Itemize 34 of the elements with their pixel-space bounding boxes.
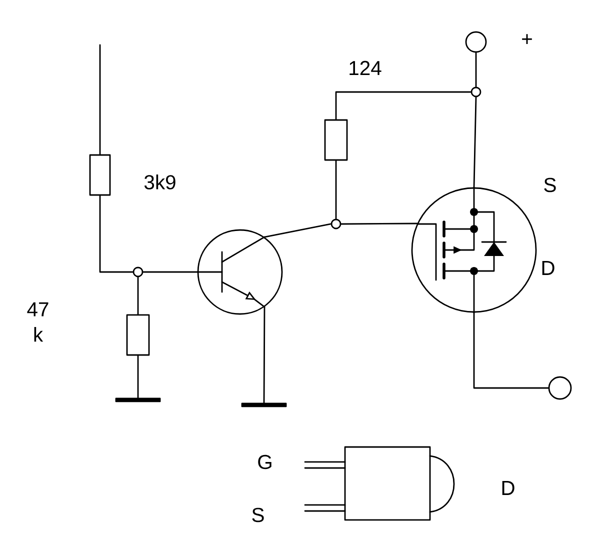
terminal-circle	[548, 376, 572, 400]
resistor-symbol	[324, 119, 348, 161]
wire	[263, 306, 266, 404]
wire	[264, 223, 332, 238]
wire	[142, 271, 198, 273]
wire	[473, 96, 477, 188]
junction-dot	[132, 266, 144, 278]
component-label: 124	[350, 60, 382, 76]
mosfet-symbol	[411, 186, 537, 314]
component-label: D	[542, 261, 554, 275]
terminal-circle	[465, 31, 487, 53]
component-label: +	[522, 34, 532, 44]
wire	[335, 160, 337, 220]
wire	[475, 52, 477, 88]
wire	[99, 44, 101, 155]
wire	[137, 354, 139, 398]
pin-label: G	[258, 454, 272, 470]
pin-label: S	[252, 508, 264, 522]
wire	[137, 276, 139, 315]
wire	[473, 312, 549, 389]
junction-dot	[330, 218, 342, 230]
component-label: S	[544, 178, 556, 192]
component-label: 3k9	[144, 174, 176, 190]
component-label: 47 k	[27, 302, 48, 342]
resistor-symbol	[89, 154, 111, 196]
pin-label: D	[502, 481, 514, 495]
ground-symbol	[115, 398, 161, 402]
ground-symbol	[241, 402, 287, 408]
wire	[340, 222, 418, 225]
transistor-symbol	[197, 229, 283, 315]
wire	[99, 195, 134, 273]
resistor-symbol	[126, 314, 150, 356]
wire	[335, 91, 472, 120]
junction-dot	[470, 86, 482, 98]
